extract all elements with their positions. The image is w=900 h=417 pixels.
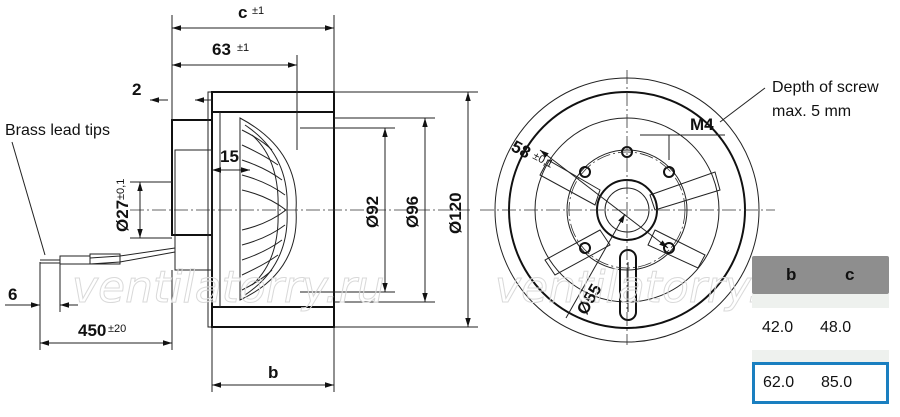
dim-63-tol: ±1 xyxy=(237,42,249,54)
dim-2: 2 xyxy=(132,80,212,110)
watermark: ventilatorry.ru ventilatorry.ru xyxy=(72,262,809,314)
screw-hole-bottom-right xyxy=(663,242,675,254)
table-cell-b: 42.0 xyxy=(762,319,794,336)
dim-m4-label: M4 xyxy=(690,115,714,134)
dim-96: Ø96 xyxy=(334,117,435,303)
watermark-left: ventilatorry.ru xyxy=(72,262,385,313)
housing-top-band xyxy=(211,91,335,113)
dim-27-label: Ø27 xyxy=(113,200,132,232)
dim-450-label: 450 xyxy=(78,321,106,340)
housing-bottom-band xyxy=(211,306,335,328)
dim-63: 63 ±1 xyxy=(172,40,298,150)
dim-120: Ø120 xyxy=(334,91,478,328)
dim-6-label: 6 xyxy=(8,285,17,304)
dim-c-label: c xyxy=(238,3,247,22)
dim-92-label: Ø92 xyxy=(363,196,382,228)
dim-27-tol: ±0,1 xyxy=(115,179,127,200)
dim-58-tol: ±0,1 xyxy=(531,150,555,171)
dimension-table: b c 42.0 48.0 62.0 85.0 xyxy=(752,256,889,404)
dim-120-label: Ø120 xyxy=(446,192,465,234)
screw-hole-right xyxy=(663,166,675,178)
dim-m4: M4 xyxy=(640,87,766,160)
table-header: b c xyxy=(752,256,889,294)
lead-wires xyxy=(40,247,176,265)
dim-58: 58 ±0,1 xyxy=(508,137,669,249)
motor-flange xyxy=(171,119,213,236)
dim-2-label: 2 xyxy=(132,80,141,99)
dim-c-tol: ±1 xyxy=(252,5,264,17)
table-row[interactable]: 42.0 48.0 xyxy=(752,308,889,350)
dim-6: 6 xyxy=(5,262,78,312)
screw-hole-bottom-left xyxy=(579,242,591,254)
brass-note-label: Brass lead tips xyxy=(5,122,110,139)
dim-63-label: 63 xyxy=(212,40,231,59)
dim-96-label: Ø96 xyxy=(403,196,422,228)
screw-note: Depth of screw max. 5 mm xyxy=(772,79,879,120)
screw-note-line1: Depth of screw xyxy=(772,79,879,96)
dim-92: Ø92 xyxy=(300,127,395,293)
dim-15-label: 15 xyxy=(220,147,239,166)
table-cell-c: 48.0 xyxy=(820,319,852,336)
side-view xyxy=(40,91,470,328)
dim-c: c ±1 xyxy=(171,3,335,120)
table-cell-b: 62.0 xyxy=(763,374,795,391)
screw-hole-left xyxy=(579,166,591,178)
dim-450-tol: ±20 xyxy=(108,323,126,335)
table-header-c: c xyxy=(845,265,855,284)
dim-27: Ø27 ±0,1 xyxy=(113,179,172,239)
dim-b: b xyxy=(211,327,335,392)
dim-b-label: b xyxy=(268,363,278,382)
table-row-selected[interactable]: 62.0 85.0 xyxy=(752,362,889,404)
dim-58-label: 58 xyxy=(508,137,534,163)
brass-note: Brass lead tips xyxy=(5,122,110,256)
impeller-blades xyxy=(241,129,287,291)
table-header-b: b xyxy=(786,265,797,284)
dim-15: 15 xyxy=(212,147,250,173)
screw-note-line2: max. 5 mm xyxy=(772,103,851,120)
dim-450: 450 ±20 xyxy=(39,270,173,350)
table-cell-c: 85.0 xyxy=(821,374,853,391)
cable-outlet xyxy=(619,249,637,321)
